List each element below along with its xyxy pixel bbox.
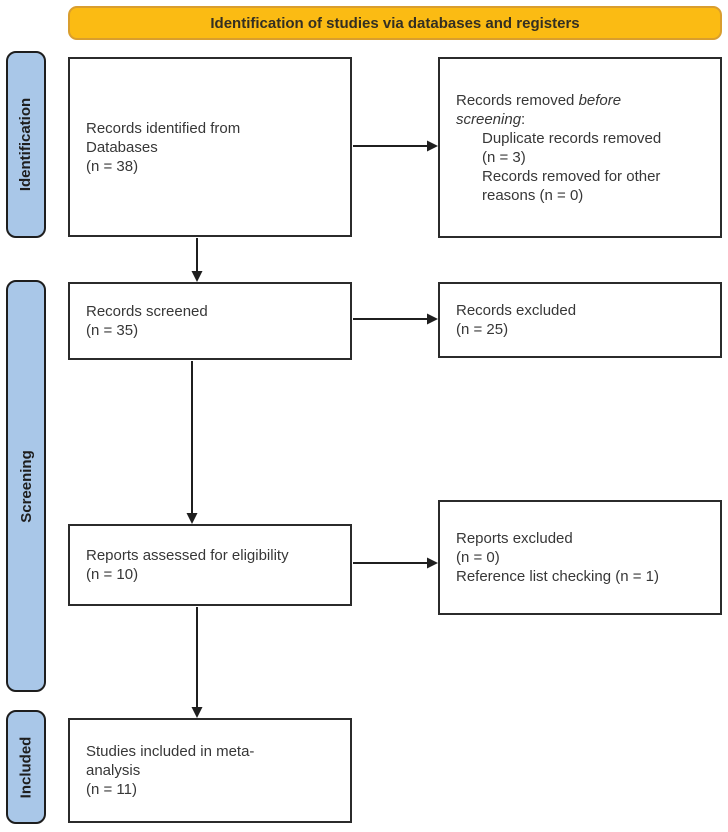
arrow-down-icon (191, 607, 203, 718)
banner-title-label: Identification of studies via databases … (210, 14, 580, 32)
phase-label-identification: Identification (6, 51, 46, 238)
box-text-line: Records identified from (86, 119, 241, 137)
box-text-line: Records excluded (456, 302, 577, 319)
box-text-line: (n = 25) (456, 321, 509, 338)
box-text-line: (n = 3) (482, 148, 526, 166)
box-text-line: reasons (n = 0) (482, 186, 584, 204)
box-text-line: (n = 35) (86, 322, 139, 339)
box-text-line: (n = 0) (456, 549, 500, 566)
arrow-right-icon (353, 140, 438, 152)
box-reports-excluded: Reports excluded (n = 0) Reference list ch… (438, 500, 722, 615)
box-text-line: Reports excluded (456, 530, 573, 547)
box-studies-included: Studies included in meta-analysis (n = 11… (68, 718, 352, 823)
box-records-screened: Records screened (n = 35) (68, 282, 352, 360)
box-text-line: Records screened (86, 303, 208, 320)
box-reports-assessed: Reports assessed for eligibility (n = 10) (68, 524, 352, 606)
box-text-line: Reference list checking (n = 1) (456, 568, 660, 585)
box-text-line: (n = 10) (86, 566, 139, 583)
box-text-line: Records removed for other (482, 167, 661, 185)
banner-title: Identification of studies via databases … (68, 6, 722, 40)
box-text-line: screening: (456, 110, 526, 128)
box-records-excluded: Records excluded (n = 25) (438, 282, 722, 358)
arrow-right-icon (353, 557, 438, 569)
box-text-line: Records removed before (456, 91, 622, 109)
arrow-down-icon (191, 238, 203, 282)
box-text-line: analysis (86, 762, 141, 779)
arrow-down-icon (186, 361, 198, 524)
arrow-right-icon (353, 313, 438, 325)
box-text-line: (n = 38) (86, 157, 139, 175)
box-text-line: Databases (86, 138, 158, 156)
box-text-line: Reports assessed for eligibility (86, 547, 289, 564)
box-text-line: Duplicate records removed (482, 129, 662, 147)
phase-label-text: Included (17, 736, 35, 798)
phase-label-text: Identification (17, 97, 35, 192)
box-text-line: (n = 11) (86, 781, 137, 798)
phase-label-text: Screening (17, 449, 35, 523)
box-text-line: Studies included in meta- (86, 743, 255, 760)
phase-label-screening: Screening (6, 280, 46, 692)
phase-label-included: Included (6, 710, 46, 824)
